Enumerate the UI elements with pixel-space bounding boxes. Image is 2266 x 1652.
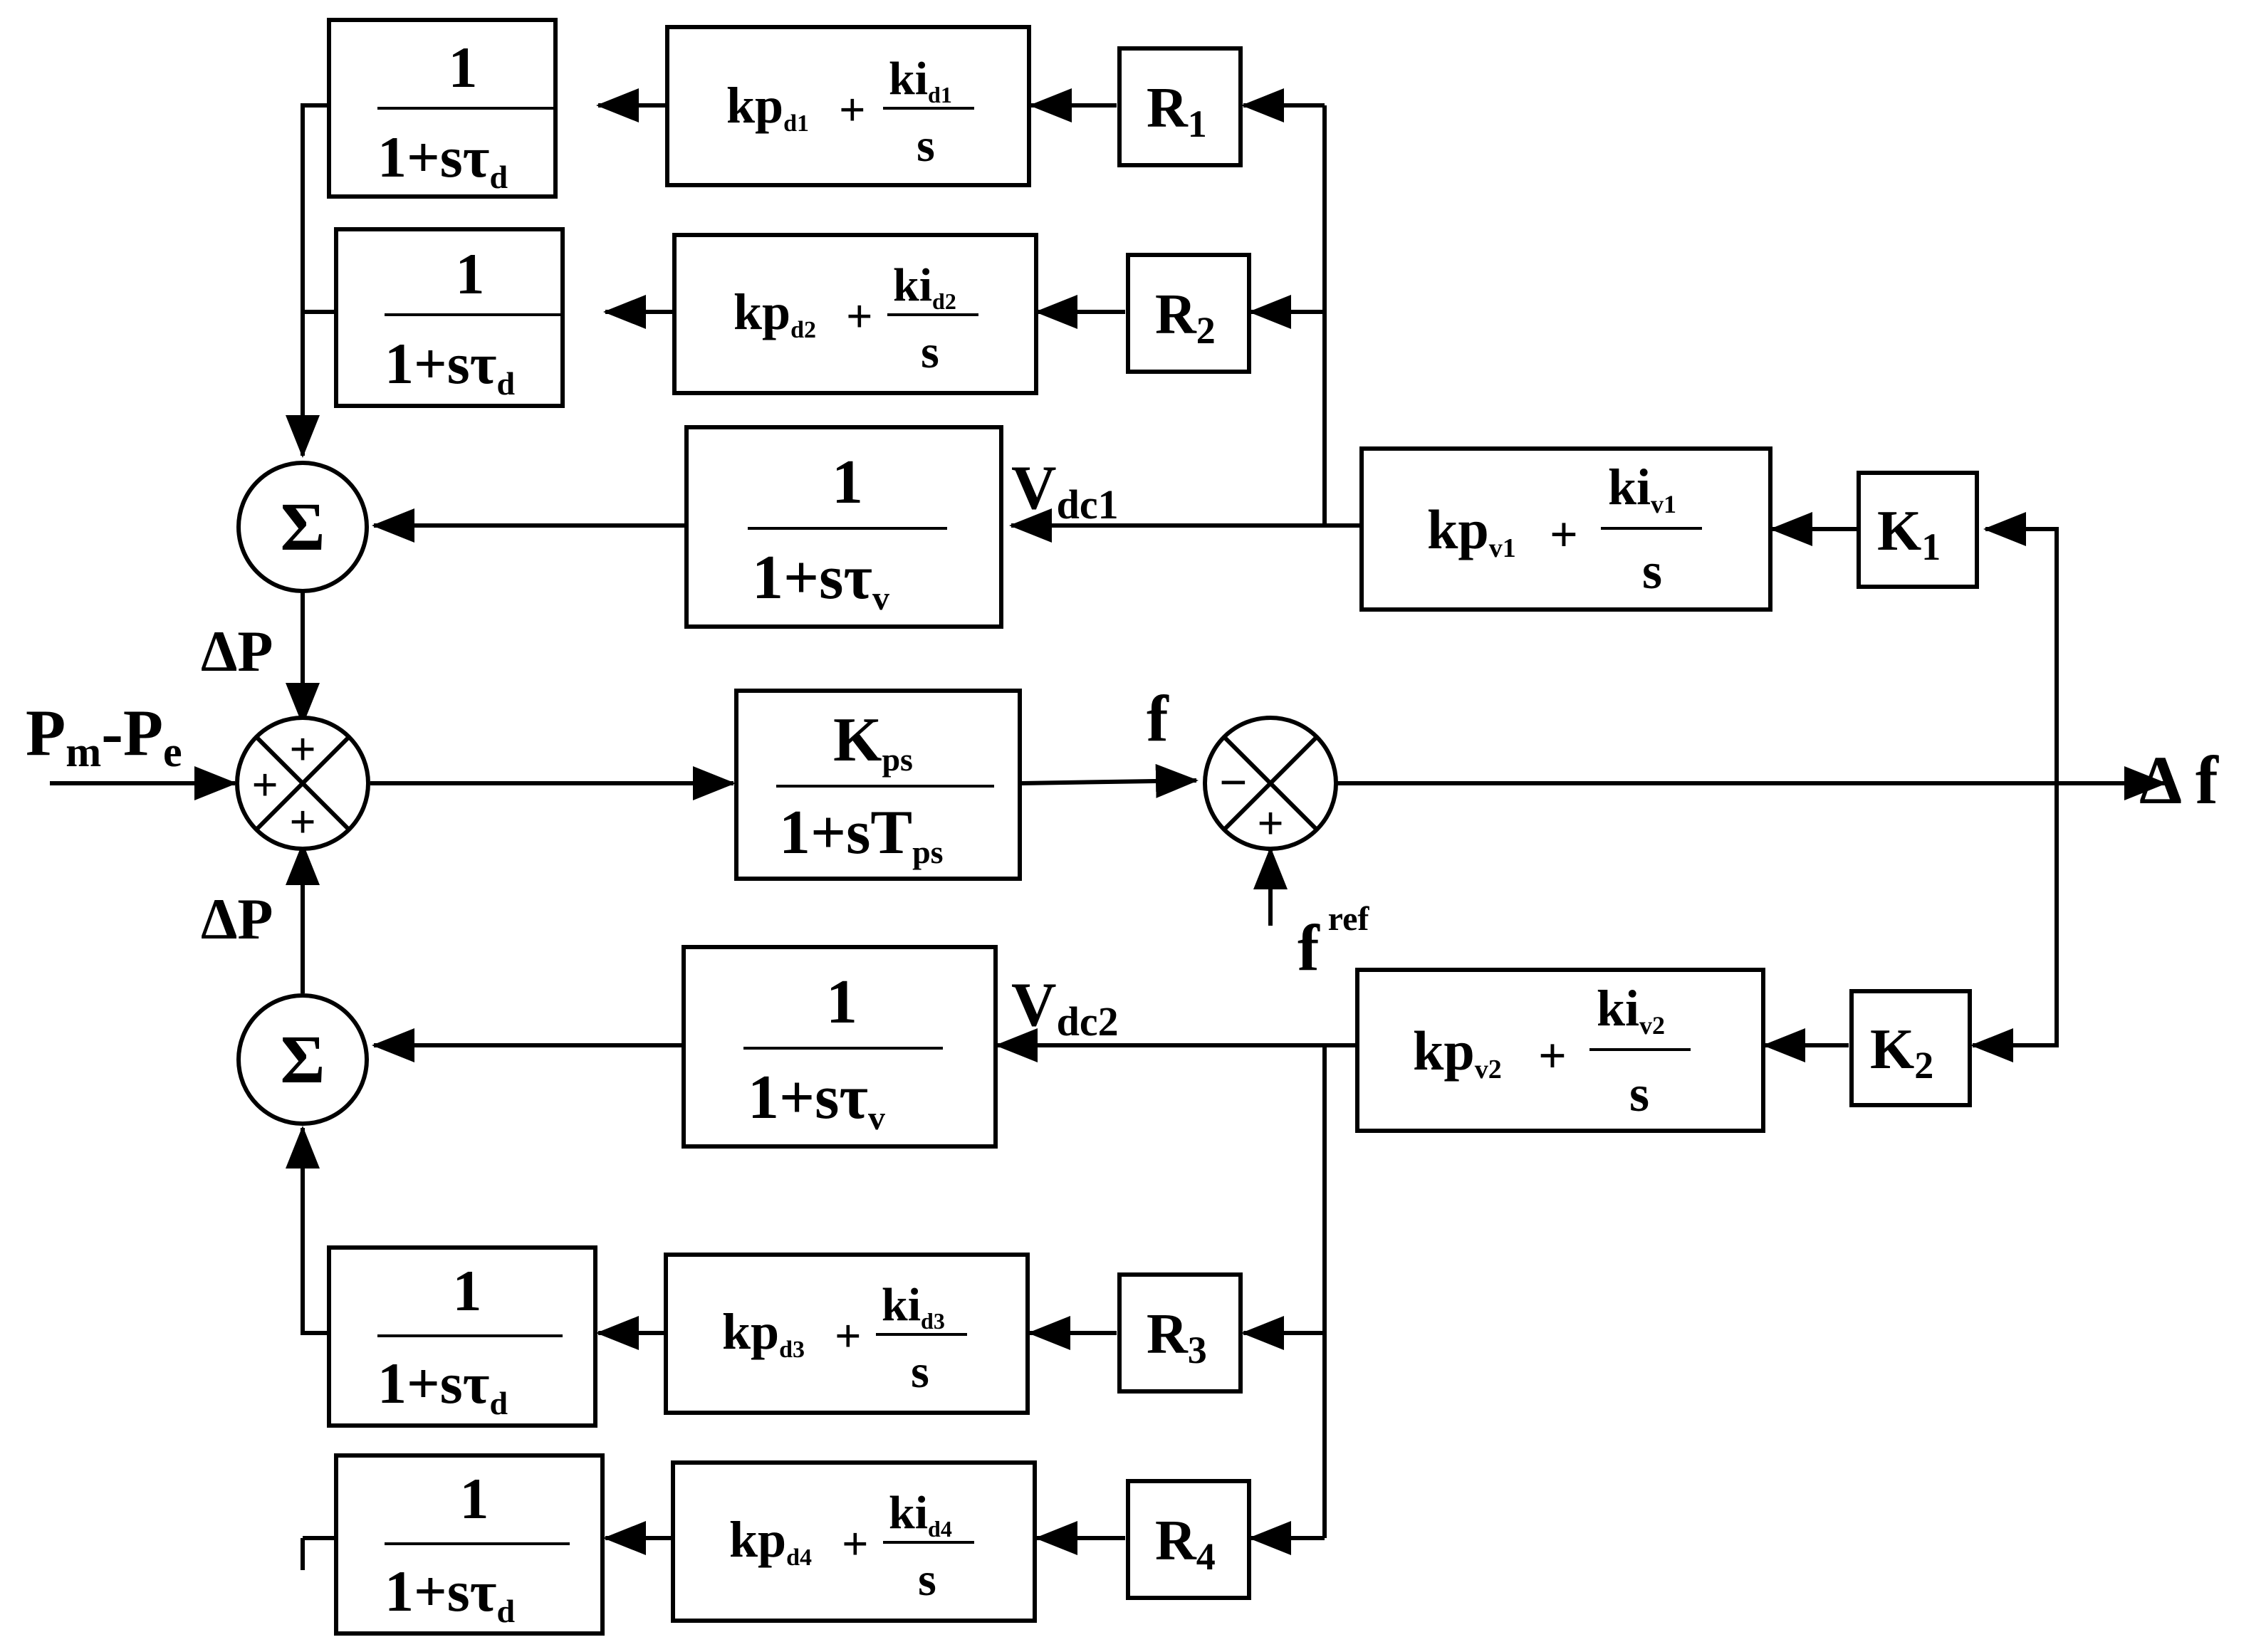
lag-block-d4: 1 1+sτd bbox=[334, 1453, 605, 1636]
gain-block-k2: K2 bbox=[1849, 989, 1972, 1107]
pi-block-d3: kpd3 + kid3 s bbox=[664, 1253, 1030, 1415]
plant-block-denominator: 1+sTps bbox=[779, 798, 944, 870]
vdc2-label: Vdc2 bbox=[1011, 971, 1119, 1045]
pi-block-v2-denominator: s bbox=[1629, 1065, 1649, 1122]
lag-block-d2: 1 1+sτd bbox=[334, 227, 565, 408]
plant-block-numerator: Kps bbox=[833, 706, 913, 778]
lag-block-d1-numerator: 1 bbox=[449, 35, 478, 100]
pi-block-d4-plus: + bbox=[842, 1518, 869, 1570]
gain-block-k1-label: K1 bbox=[1877, 500, 1941, 568]
freq-sum-sign-bottom: + bbox=[1257, 798, 1284, 849]
pi-block-v1-plus: + bbox=[1550, 508, 1578, 563]
lag-block-d2-denominator: 1+sτd bbox=[385, 331, 515, 402]
pi-block-v1-denominator: s bbox=[1642, 543, 1662, 600]
gain-block-r1-label: R1 bbox=[1147, 77, 1207, 145]
pi-block-d1-denominator: s bbox=[917, 120, 935, 172]
sigma-symbol-top: Σ bbox=[281, 488, 325, 565]
f-label: f bbox=[1147, 682, 1169, 755]
lag-block-d4-numerator: 1 bbox=[460, 1466, 489, 1531]
pi-block-d4: kpd4 + kid4 s bbox=[671, 1460, 1037, 1623]
pi-block-d4-denominator: s bbox=[918, 1554, 936, 1606]
lag-block-v2-denominator: 1+sτv bbox=[748, 1063, 885, 1137]
lag-block-v2: 1 1+sτv bbox=[682, 945, 998, 1149]
vdc1-label: Vdc1 bbox=[1011, 454, 1119, 528]
delta-f-output-label: Δ f bbox=[2139, 742, 2219, 818]
sigma-junction-top: Σ bbox=[236, 461, 369, 593]
pi-block-v2: kpv2 + kiv2 s bbox=[1355, 968, 1765, 1133]
gain-block-r3-label: R3 bbox=[1147, 1303, 1207, 1371]
pi-block-v1: kpv1 + kiv1 s bbox=[1359, 446, 1772, 612]
lag-block-d1-denominator: 1+sτd bbox=[377, 125, 508, 195]
pi-block-v2-ki: kiv2 bbox=[1597, 980, 1665, 1040]
pi-block-v2-kp: kpv2 bbox=[1413, 1020, 1502, 1084]
main-sum-sign-left: + bbox=[251, 759, 278, 811]
pi-block-d2-denominator: s bbox=[921, 326, 939, 378]
pi-block-d1-plus: + bbox=[839, 84, 866, 136]
gain-block-r2-label: R2 bbox=[1155, 283, 1216, 352]
lag-block-d2-numerator: 1 bbox=[456, 241, 485, 306]
pi-block-d1-kp: kpd1 bbox=[726, 77, 809, 137]
lag-block-v1-denominator: 1+sτv bbox=[752, 543, 889, 617]
pi-block-v2-plus: + bbox=[1538, 1029, 1567, 1084]
lag-block-d3: 1 1+sτd bbox=[327, 1245, 597, 1428]
frequency-comparator: − + bbox=[1203, 716, 1338, 851]
pm-pe-input-label: Pm-Pe bbox=[26, 696, 182, 775]
main-summing-junction: + + + bbox=[235, 716, 370, 851]
delta-p-bottom-label: ΔP bbox=[201, 887, 273, 951]
pi-block-d4-ki: kid4 bbox=[889, 1487, 952, 1542]
delta-p-top-label: ΔP bbox=[201, 619, 273, 684]
gain-block-r4-label: R4 bbox=[1155, 1510, 1216, 1578]
main-sum-sign-top: + bbox=[289, 723, 316, 775]
pi-block-d2: kpd2 + kid2 s bbox=[672, 233, 1038, 395]
pi-block-d3-denominator: s bbox=[911, 1346, 929, 1398]
gain-block-r3: R3 bbox=[1117, 1272, 1243, 1394]
gain-block-k1: K1 bbox=[1857, 471, 1979, 589]
sigma-symbol-bottom: Σ bbox=[281, 1021, 325, 1097]
gain-block-r2: R2 bbox=[1126, 253, 1251, 374]
pi-block-d3-ki: kid3 bbox=[882, 1279, 945, 1334]
main-sum-sign-bottom: + bbox=[289, 796, 316, 848]
lag-block-v2-numerator: 1 bbox=[826, 968, 857, 1037]
pi-block-d3-kp: kpd3 bbox=[722, 1303, 805, 1363]
gain-block-r4: R4 bbox=[1126, 1479, 1251, 1600]
pi-block-d2-ki: kid2 bbox=[893, 259, 956, 314]
plant-block: Kps 1+sTps bbox=[734, 689, 1022, 881]
lag-block-d3-numerator: 1 bbox=[453, 1258, 482, 1323]
pi-block-d1: kpd1 + kid1 s bbox=[665, 25, 1031, 187]
pi-block-d2-kp: kpd2 bbox=[733, 283, 816, 343]
freq-sum-sign-left: − bbox=[1219, 756, 1248, 810]
lag-block-d4-denominator: 1+sτd bbox=[385, 1559, 515, 1629]
gain-block-r1: R1 bbox=[1117, 46, 1243, 167]
pi-block-v1-ki: kiv1 bbox=[1608, 459, 1676, 518]
pi-block-d4-kp: kpd4 bbox=[729, 1511, 812, 1571]
lag-block-v1-numerator: 1 bbox=[832, 448, 863, 517]
sigma-junction-bottom: Σ bbox=[236, 993, 369, 1126]
pi-block-d3-plus: + bbox=[835, 1310, 862, 1362]
pi-block-d2-plus: + bbox=[846, 291, 873, 343]
pi-block-d1-ki: kid1 bbox=[889, 53, 952, 108]
lag-block-d1: 1 1+sτd bbox=[327, 18, 558, 199]
lag-block-v1: 1 1+sτv bbox=[684, 425, 1003, 629]
lag-block-d3-denominator: 1+sτd bbox=[377, 1351, 508, 1421]
gain-block-k2-label: K2 bbox=[1870, 1018, 1933, 1087]
pi-block-v1-kp: kpv1 bbox=[1427, 498, 1516, 563]
